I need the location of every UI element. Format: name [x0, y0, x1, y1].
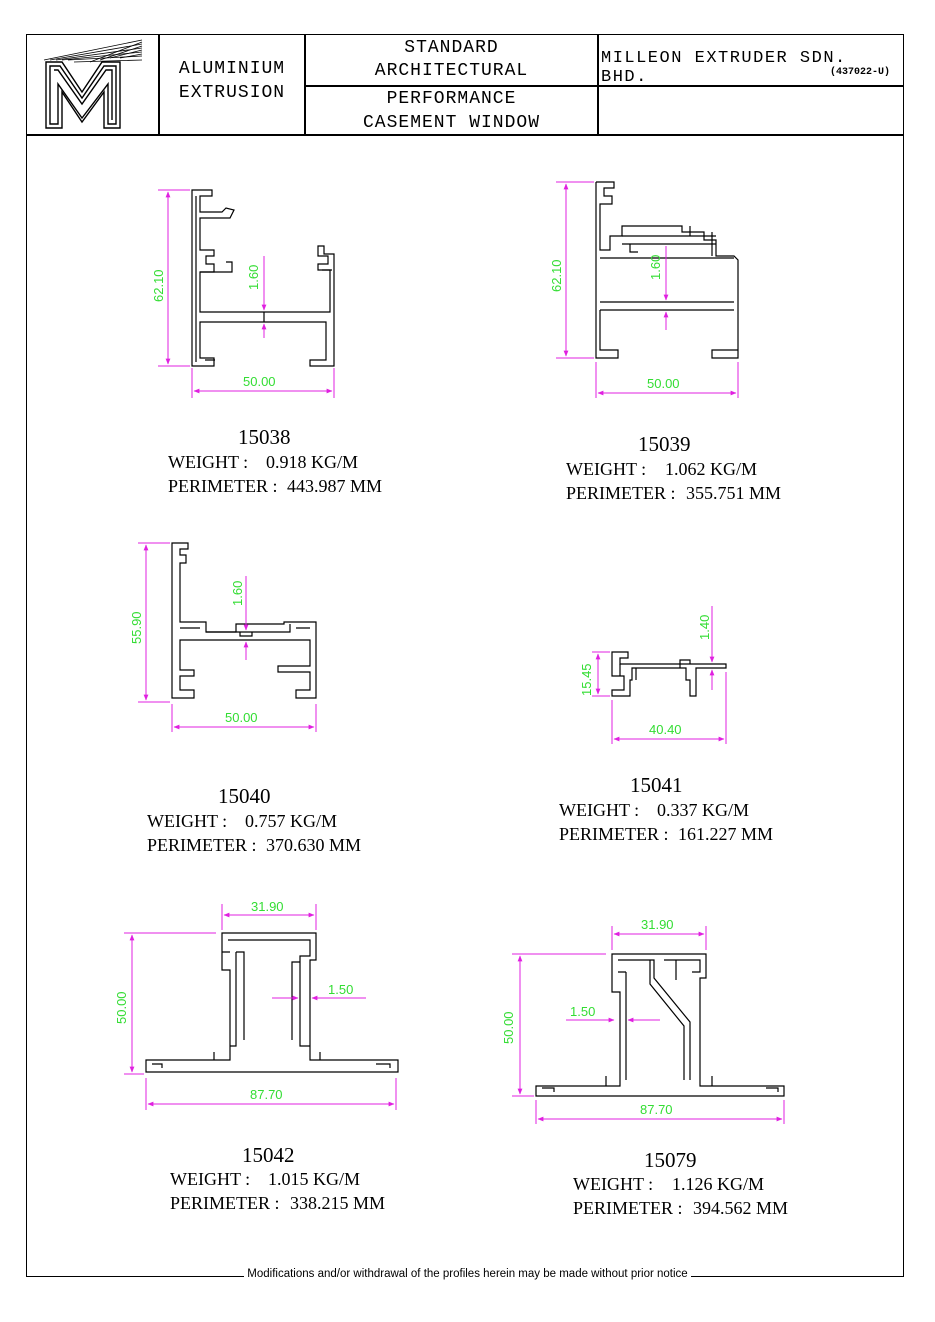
logo-m-letter: [45, 61, 121, 129]
profile-15041-perimeter: 161.227 MM: [678, 824, 774, 844]
dim-15079-thickness: 1.50: [570, 1004, 595, 1019]
profile-15041-weight: 0.337 KG/M: [657, 800, 750, 820]
profile-15079-outline: [535, 953, 785, 1097]
dim-15041-width: 40.40: [649, 722, 682, 737]
profile-15038-dimensions: 62.10 50.00 1.60: [151, 189, 335, 398]
profile-15041-weight-label: WEIGHT :: [559, 800, 640, 820]
series-line-2: ARCHITECTURAL: [374, 61, 529, 81]
dim-15039-thickness: 1.60: [648, 255, 663, 280]
profile-15038-weight-label: WEIGHT :: [168, 452, 249, 472]
title-block-divider-2: [304, 34, 306, 135]
profile-15038-weight: 0.918 KG/M: [266, 452, 359, 472]
profile-15040-perimeter-label: PERIMETER :: [147, 835, 257, 855]
logo-rays: [43, 39, 143, 63]
profile-15079-weight-label: WEIGHT :: [573, 1174, 654, 1194]
dim-15038-thickness: 1.60: [246, 265, 261, 290]
profile-15042-perimeter-label: PERIMETER :: [170, 1193, 280, 1213]
footer-notice-text: Modifications and/or withdrawal of the p…: [244, 1268, 691, 1280]
category-line-1: ALUMINIUM: [178, 59, 286, 79]
dim-15079-width: 87.70: [640, 1102, 673, 1117]
product-line-1: PERFORMANCE: [386, 89, 517, 109]
profile-15042-code: 15042: [242, 1143, 295, 1167]
dim-15039-width: 50.00: [647, 376, 680, 391]
profile-15041-outline: [611, 651, 727, 697]
profile-15079-code: 15079: [644, 1148, 697, 1172]
profile-15040-weight-label: WEIGHT :: [147, 811, 228, 831]
profile-15042-weight-label: WEIGHT :: [170, 1169, 251, 1189]
profile-15042-weight: 1.015 KG/M: [268, 1169, 361, 1189]
title-block-divider-1: [158, 34, 160, 135]
dim-15040-width: 50.00: [225, 710, 258, 725]
profile-15040-code: 15040: [218, 784, 271, 808]
profile-15040-drawing: 55.90 50.00 1.60: [129, 542, 317, 732]
profile-15079-perimeter: 394.562 MM: [693, 1198, 789, 1218]
profile-15042-dimensions: 50.00 31.90 87.70 1.50: [114, 899, 397, 1110]
profile-15040-outline: [171, 542, 317, 699]
profile-15041-perimeter-label: PERIMETER :: [559, 824, 669, 844]
profile-15040-perimeter: 370.630 MM: [266, 835, 362, 855]
dim-15038-width: 50.00: [243, 374, 276, 389]
profile-15039-dimensions: 62.10 50.00 1.60: [549, 181, 739, 398]
product-line-2: CASEMENT WINDOW: [362, 113, 541, 133]
title-block-divider-3: [597, 34, 599, 135]
dim-15042-height: 50.00: [114, 991, 129, 1024]
profile-15042-drawing: 50.00 31.90 87.70 1.50: [114, 899, 399, 1110]
dim-15042-top-width: 31.90: [251, 899, 284, 914]
profile-15038-drawing: 62.10 50.00 1.60: [151, 189, 335, 398]
profile-15038-perimeter: 443.987 MM: [287, 476, 383, 496]
dim-15039-height: 62.10: [549, 259, 564, 292]
profile-15038-code: 15038: [238, 425, 291, 449]
profile-15039-code: 15039: [638, 432, 691, 456]
profile-15039-perimeter-label: PERIMETER :: [566, 483, 676, 503]
dim-15041-height: 15.45: [579, 663, 594, 696]
dim-15042-width: 87.70: [250, 1087, 283, 1102]
profile-15079-perimeter-label: PERIMETER :: [573, 1198, 683, 1218]
profile-15038-outline: [191, 189, 335, 367]
profile-15039-perimeter: 355.751 MM: [686, 483, 782, 503]
profile-15039-weight-label: WEIGHT :: [566, 459, 647, 479]
dim-15041-thickness: 1.40: [697, 615, 712, 640]
company-name: MILLEON EXTRUDER SDN. BHD.: [601, 49, 847, 87]
profile-15041-drawing: 15.45 40.40 1.40: [579, 606, 727, 744]
dim-15079-height: 50.00: [501, 1011, 516, 1044]
series-line-1: STANDARD: [404, 38, 499, 58]
profile-15079-weight: 1.126 KG/M: [672, 1174, 765, 1194]
profile-15079-drawing: 50.00 31.90 87.70 1.50: [501, 917, 785, 1124]
profile-15039-weight: 1.062 KG/M: [665, 459, 758, 479]
company-reg-no: (437022-U): [830, 67, 891, 78]
dim-15040-thickness: 1.60: [230, 581, 245, 606]
dim-15042-thickness: 1.50: [328, 982, 353, 997]
footer-notice: Modifications and/or withdrawal of the p…: [0, 1268, 935, 1280]
title-block-bottom-rule: [26, 134, 904, 136]
profile-15042-perimeter: 338.215 MM: [290, 1193, 386, 1213]
profile-15041-code: 15041: [630, 773, 683, 797]
dim-15079-top-width: 31.90: [641, 917, 674, 932]
profile-15041-dimensions: 15.45 40.40 1.40: [579, 606, 727, 744]
profile-15038-perimeter-label: PERIMETER :: [168, 476, 278, 496]
profile-15040-dimensions: 55.90 50.00 1.60: [129, 542, 317, 732]
profile-15040-weight: 0.757 KG/M: [245, 811, 338, 831]
title-block-mid-rule: [304, 85, 904, 87]
profile-15079-dimensions: 50.00 31.90 87.70 1.50: [501, 917, 785, 1124]
profile-15042-outline: [145, 932, 399, 1073]
company-logo: [43, 39, 143, 129]
dim-15040-height: 55.90: [129, 611, 144, 644]
category-line-2: EXTRUSION: [178, 83, 286, 103]
profile-15039-outline: [595, 181, 739, 359]
profile-15039-drawing: 62.10 50.00 1.60: [549, 181, 739, 398]
dim-15038-height: 62.10: [151, 269, 166, 302]
